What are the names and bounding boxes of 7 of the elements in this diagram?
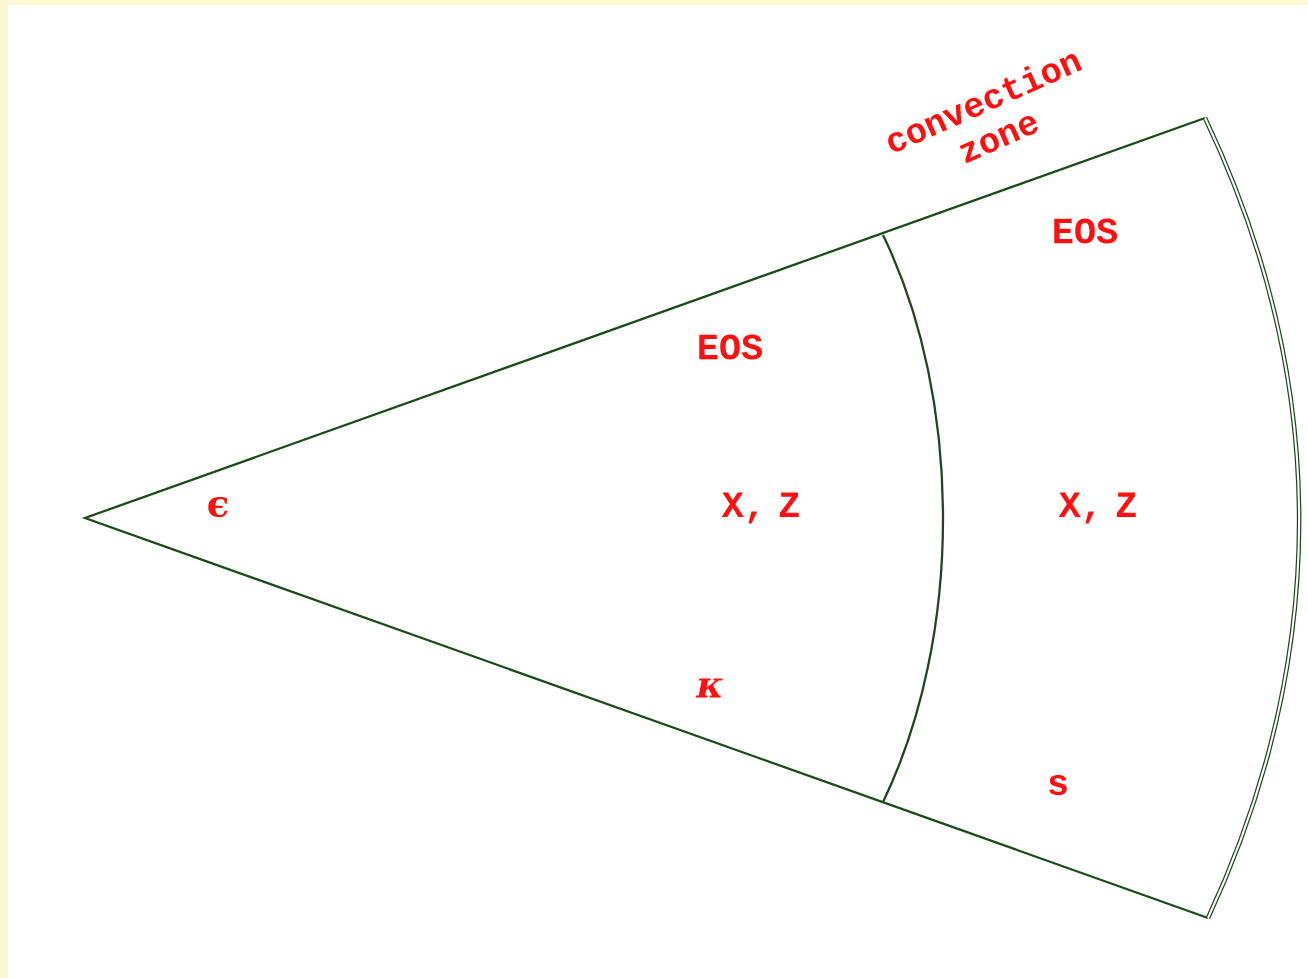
region-label: X, Z: [721, 492, 799, 524]
region-label: s: [1049, 774, 1067, 796]
region-label: κ: [695, 678, 723, 698]
region-label: EOS: [699, 334, 763, 360]
region-label: X, Z: [1058, 492, 1136, 524]
region-label: EOS: [1054, 218, 1118, 244]
region-label: ϵ: [208, 496, 228, 518]
